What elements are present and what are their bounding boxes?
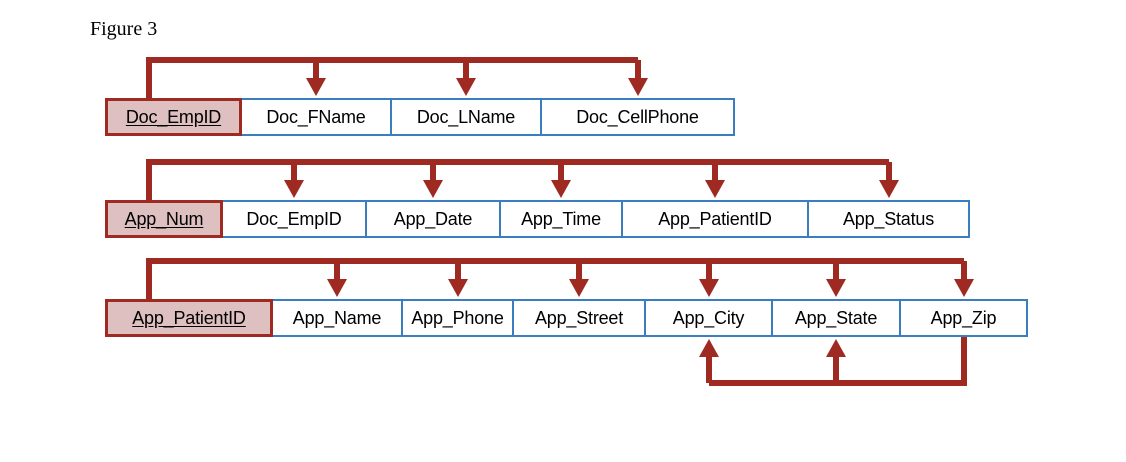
- attribute-label: App_Zip: [930, 307, 997, 328]
- attribute-app-status[interactable]: App_Status: [807, 200, 970, 238]
- dependency-arrowhead-app-patientid-determines-attributes-app-zip: [954, 279, 974, 297]
- attribute-app-street[interactable]: App_Street: [512, 299, 646, 337]
- dependency-rail-app-patientid-determines-attributes: [146, 258, 964, 299]
- attribute-label: App_PatientID: [132, 307, 246, 328]
- primary-key-attribute-app-num[interactable]: App_Num: [105, 200, 223, 238]
- attribute-app-patientid[interactable]: App_PatientID: [621, 200, 809, 238]
- attribute-doc-lname[interactable]: Doc_LName: [390, 98, 542, 136]
- patient-relation: App_PatientID App_Name App_Phone App_Street…: [105, 299, 1028, 337]
- attribute-label: Doc_CellPhone: [576, 106, 699, 127]
- dependency-rail-app-num-determines-attributes: [146, 159, 889, 200]
- attribute-app-zip[interactable]: App_Zip: [899, 299, 1028, 337]
- attribute-label: Doc_LName: [416, 106, 516, 127]
- attribute-label: App_Time: [521, 208, 601, 229]
- attribute-label: App_Street: [534, 307, 624, 328]
- dependency-arrowhead-app-patientid-determines-attributes-app-name: [327, 279, 347, 297]
- dependency-arrowhead-app-zip-determines-city-state-app-city: [699, 339, 719, 357]
- attribute-label: Doc_FName: [266, 106, 366, 127]
- attribute-app-city[interactable]: App_City: [644, 299, 773, 337]
- dependency-arrowhead-app-patientid-determines-attributes-app-phone: [448, 279, 468, 297]
- primary-key-attribute-doc-empid[interactable]: Doc_EmpID: [105, 98, 242, 136]
- dependency-arrowhead-app-zip-determines-city-state-app-state: [826, 339, 846, 357]
- dependency-arrowhead-app-patientid-determines-attributes-app-city: [699, 279, 719, 297]
- dependency-arrowhead-app-patientid-determines-attributes-app-street: [569, 279, 589, 297]
- attribute-label: App_Date: [393, 208, 473, 229]
- attribute-label: App_Name: [292, 307, 382, 328]
- dependency-rail-app-zip-determines-city-state: [709, 337, 967, 386]
- dependency-arrowhead-app-patientid-determines-attributes-app-state: [826, 279, 846, 297]
- attribute-label: App_PatientID: [658, 208, 772, 229]
- attribute-label: Doc_EmpID: [125, 106, 222, 127]
- attribute-label: App_State: [794, 307, 878, 328]
- dependency-arrowhead-app-num-determines-attributes-app-date: [423, 180, 443, 198]
- attribute-label: App_City: [672, 307, 745, 328]
- attribute-label: App_Status: [842, 208, 935, 229]
- attribute-doc-fname[interactable]: Doc_FName: [240, 98, 392, 136]
- attribute-app-phone[interactable]: App_Phone: [401, 299, 514, 337]
- dependency-arrowhead-app-num-determines-attributes-app-status: [879, 180, 899, 198]
- dependency-arrowhead-doc-empid-determines-attributes-doc-fname: [306, 78, 326, 96]
- attribute-app-date[interactable]: App_Date: [365, 200, 501, 238]
- attribute-label: App_Num: [124, 208, 204, 229]
- attribute-app-state[interactable]: App_State: [771, 299, 901, 337]
- primary-key-attribute-app-patientid[interactable]: App_PatientID: [105, 299, 273, 337]
- attribute-doc-empid[interactable]: Doc_EmpID: [221, 200, 367, 238]
- dependency-arrowhead-app-num-determines-attributes-app-time: [551, 180, 571, 198]
- dependency-arrowhead-app-num-determines-attributes-doc-empid: [284, 180, 304, 198]
- attribute-label: App_Phone: [411, 307, 504, 328]
- appointment-relation: App_Num Doc_EmpID App_Date App_Time App_Pati…: [105, 200, 970, 238]
- dependency-arrowhead-app-num-determines-attributes-app-patientid: [705, 180, 725, 198]
- dependency-rail-doc-empid-determines-attributes: [146, 57, 638, 98]
- attribute-doc-cellphone[interactable]: Doc_CellPhone: [540, 98, 735, 136]
- figure-caption: Figure 3: [90, 18, 158, 40]
- doctor-relation: Doc_EmpID Doc_FName Doc_LName Doc_CellPhone: [105, 98, 735, 136]
- attribute-app-time[interactable]: App_Time: [499, 200, 623, 238]
- attribute-label: Doc_EmpID: [246, 208, 342, 229]
- dependency-arrowhead-doc-empid-determines-attributes-doc-lname: [456, 78, 476, 96]
- dependency-arrowhead-doc-empid-determines-attributes-doc-cellphone: [628, 78, 648, 96]
- attribute-app-name[interactable]: App_Name: [271, 299, 403, 337]
